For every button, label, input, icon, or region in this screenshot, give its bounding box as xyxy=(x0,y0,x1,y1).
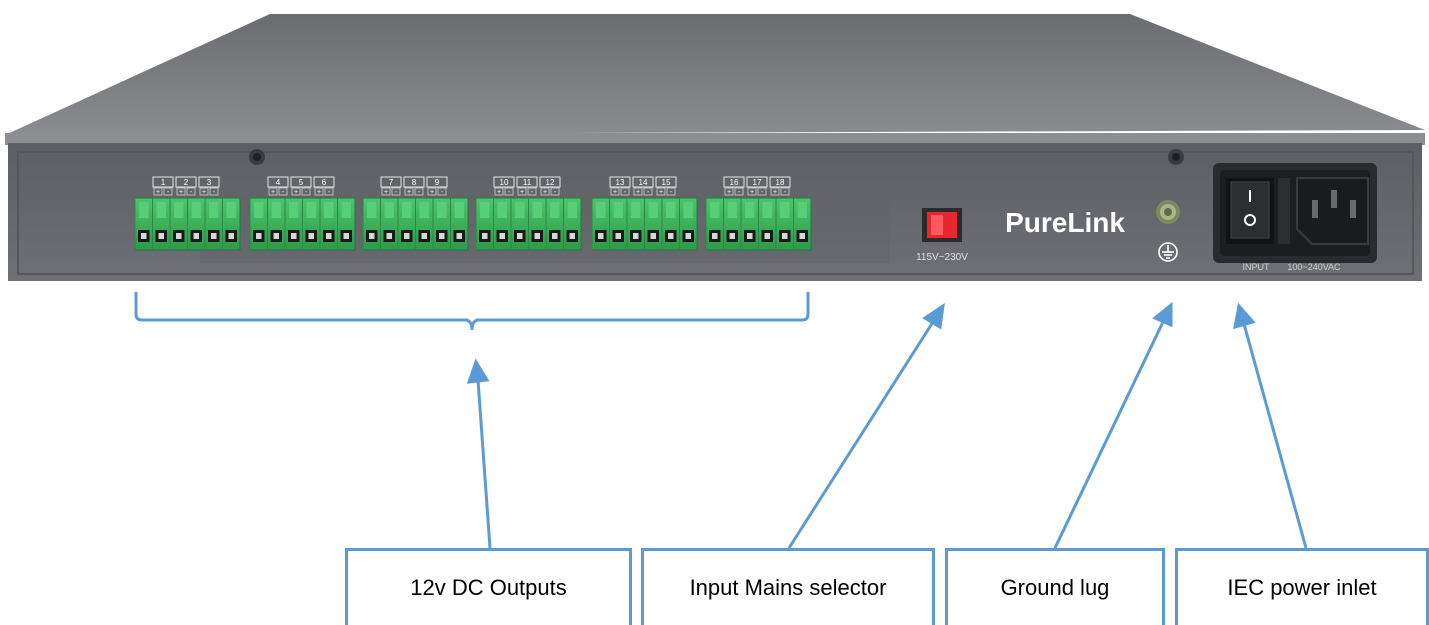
polarity-mark: - xyxy=(531,189,534,196)
terminal-number: 5 xyxy=(299,178,304,187)
callout-mains-selector: Input Mains selector xyxy=(641,548,935,625)
polarity-mark: + xyxy=(317,189,321,196)
terminal-number: 3 xyxy=(207,178,212,187)
polarity-mark: - xyxy=(761,189,764,196)
terminal-number: 12 xyxy=(546,178,555,187)
terminal-number: 13 xyxy=(616,178,625,187)
terminal-number: 11 xyxy=(523,178,532,187)
polarity-mark: + xyxy=(520,189,524,196)
callout-iec-inlet: IEC power inlet xyxy=(1175,548,1429,625)
polarity-mark: + xyxy=(727,189,731,196)
polarity-mark: - xyxy=(190,189,193,196)
polarity-mark: + xyxy=(202,189,206,196)
terminal-number: 9 xyxy=(435,178,440,187)
dc-outputs-brace xyxy=(134,292,810,331)
terminal-number: 17 xyxy=(753,178,762,187)
polarity-mark: - xyxy=(738,189,741,196)
terminal-number: 18 xyxy=(776,178,785,187)
polarity-mark: + xyxy=(179,189,183,196)
terminal-block: 16+-17+-18+- xyxy=(705,176,812,251)
ground-lug-terminal[interactable] xyxy=(1156,200,1180,224)
polarity-mark: - xyxy=(328,189,331,196)
terminal-block: 4+-5+-6+- xyxy=(249,176,356,251)
input-label: INPUT xyxy=(1243,262,1271,272)
polarity-mark: - xyxy=(670,189,673,196)
polarity-mark: + xyxy=(543,189,547,196)
polarity-mark: + xyxy=(384,189,388,196)
input-rating: 100~240VAC xyxy=(1287,262,1341,272)
callout-dc-outputs: 12v DC Outputs xyxy=(345,548,632,625)
terminal-block: 7+-8+-9+- xyxy=(362,176,469,251)
polarity-mark: + xyxy=(636,189,640,196)
polarity-mark: - xyxy=(282,189,285,196)
polarity-mark: + xyxy=(407,189,411,196)
polarity-mark: + xyxy=(659,189,663,196)
arrow-iec-inlet xyxy=(1233,302,1308,549)
callout-label: 12v DC Outputs xyxy=(410,575,567,600)
polarity-mark: - xyxy=(305,189,308,196)
voltage-label: 115V~230V xyxy=(916,252,968,263)
terminal-number: 4 xyxy=(276,178,281,187)
terminal-number: 14 xyxy=(639,178,648,187)
terminal-block: 10+-11+-12+- xyxy=(475,176,582,251)
polarity-mark: - xyxy=(441,189,444,196)
polarity-mark: - xyxy=(167,189,170,196)
polarity-mark: + xyxy=(430,189,434,196)
terminal-number: 10 xyxy=(500,178,509,187)
mains-selector-switch[interactable] xyxy=(922,208,962,242)
screw-icon xyxy=(249,149,265,165)
polarity-mark: + xyxy=(156,189,160,196)
polarity-mark: - xyxy=(647,189,650,196)
callout-label: Ground lug xyxy=(1000,575,1110,600)
terminal-number: 16 xyxy=(730,178,739,187)
polarity-mark: - xyxy=(508,189,511,196)
polarity-mark: + xyxy=(613,189,617,196)
callout-label: IEC power inlet xyxy=(1227,575,1377,600)
arrow-mains-selector xyxy=(787,302,945,549)
iec-inlet-socket[interactable] xyxy=(1296,177,1369,245)
ground-symbol-icon xyxy=(1158,242,1178,262)
terminal-number: 7 xyxy=(389,178,394,187)
polarity-mark: + xyxy=(750,189,754,196)
polarity-mark: - xyxy=(213,189,216,196)
polarity-mark: + xyxy=(271,189,275,196)
polarity-mark: + xyxy=(773,189,777,196)
polarity-mark: + xyxy=(294,189,298,196)
fuse-holder xyxy=(1278,178,1290,244)
terminal-number: 8 xyxy=(412,178,417,187)
polarity-mark: - xyxy=(624,189,627,196)
terminal-number: 6 xyxy=(322,178,327,187)
callout-ground-lug: Ground lug xyxy=(945,548,1165,625)
terminal-block: 1+-2+-3+- xyxy=(134,176,241,251)
terminal-number: 2 xyxy=(184,178,189,187)
polarity-mark: - xyxy=(784,189,787,196)
arrow-dc-outputs xyxy=(466,358,492,549)
arrow-ground-lug xyxy=(1053,301,1173,549)
terminal-number: 15 xyxy=(662,178,671,187)
terminal-number: 1 xyxy=(161,178,166,187)
polarity-mark: + xyxy=(497,189,501,196)
chassis-rim xyxy=(5,133,1425,145)
brand-logo: PureLink xyxy=(1005,207,1125,238)
polarity-mark: - xyxy=(395,189,398,196)
terminal-block: 13+-14+-15+- xyxy=(591,176,698,251)
dc-output-terminal-blocks: 1+-2+-3+-4+-5+-6+-7+-8+-9+-10+-11+-12+-1… xyxy=(134,176,812,251)
chassis-top xyxy=(5,14,1425,135)
callout-label: Input Mains selector xyxy=(689,575,887,600)
polarity-mark: - xyxy=(418,189,421,196)
power-switch-button[interactable] xyxy=(1226,178,1274,244)
screw-icon xyxy=(1168,149,1184,165)
polarity-mark: - xyxy=(554,189,557,196)
